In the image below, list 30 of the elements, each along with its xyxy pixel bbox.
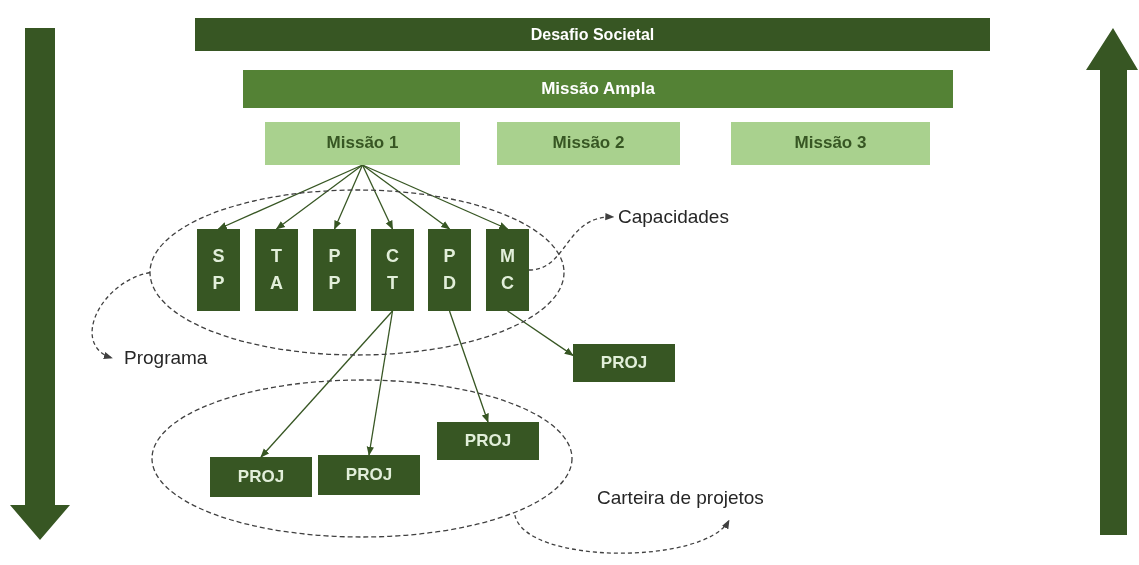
dashed-curved-arrow xyxy=(91,271,151,359)
capability-box: C T xyxy=(371,229,414,311)
arrow xyxy=(260,310,394,458)
mission-box: Missão 1 xyxy=(265,122,460,165)
arrow xyxy=(361,164,451,230)
project-box: PROJ xyxy=(437,422,539,460)
mission-box: Missão 2 xyxy=(497,122,680,165)
arrow xyxy=(275,164,364,230)
annotation-text: Programa xyxy=(124,344,244,372)
mission-bar: Missão Ampla xyxy=(243,70,953,108)
capability-box: P D xyxy=(428,229,471,311)
dashed-curved-arrow xyxy=(528,213,615,271)
project-box: PROJ xyxy=(210,457,312,497)
capability-box: S P xyxy=(197,229,240,311)
title-bar: Desafio Societal xyxy=(195,18,990,51)
capability-box: M C xyxy=(486,229,529,311)
project-box: PROJ xyxy=(318,455,420,495)
arrow xyxy=(448,310,489,423)
capability-box: P P xyxy=(313,229,356,311)
capability-box: T A xyxy=(255,229,298,311)
arrow xyxy=(333,164,364,230)
annotation-text: Carteira de projetos xyxy=(597,484,837,512)
arrow xyxy=(366,310,394,456)
dashed-curved-arrow xyxy=(514,514,730,554)
annotation-text: Capacidades xyxy=(618,203,768,231)
dashed-ellipse xyxy=(152,380,572,537)
arrow xyxy=(361,164,394,230)
arrow xyxy=(506,310,574,357)
project-box: PROJ xyxy=(573,344,675,382)
mission-box: Missão 3 xyxy=(731,122,930,165)
